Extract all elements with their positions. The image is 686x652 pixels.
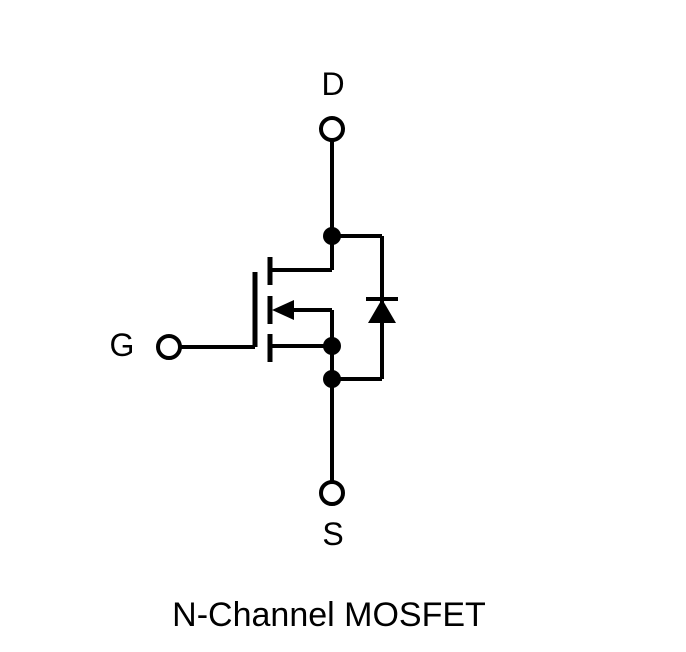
diode-icon: [368, 299, 396, 323]
drain-label: D: [321, 66, 344, 102]
body-arrow-icon: [272, 300, 294, 320]
source-terminal: [319, 480, 345, 506]
gate-terminal: [156, 334, 182, 360]
gate-label: G: [110, 327, 135, 363]
diagram-caption: N-Channel MOSFET: [172, 596, 486, 634]
junction-dot-drain: [323, 227, 341, 245]
junction-dot-source-channel: [323, 337, 341, 355]
drain-terminal: [319, 116, 345, 142]
junction-dot-source: [323, 370, 341, 388]
source-label: S: [322, 516, 343, 552]
